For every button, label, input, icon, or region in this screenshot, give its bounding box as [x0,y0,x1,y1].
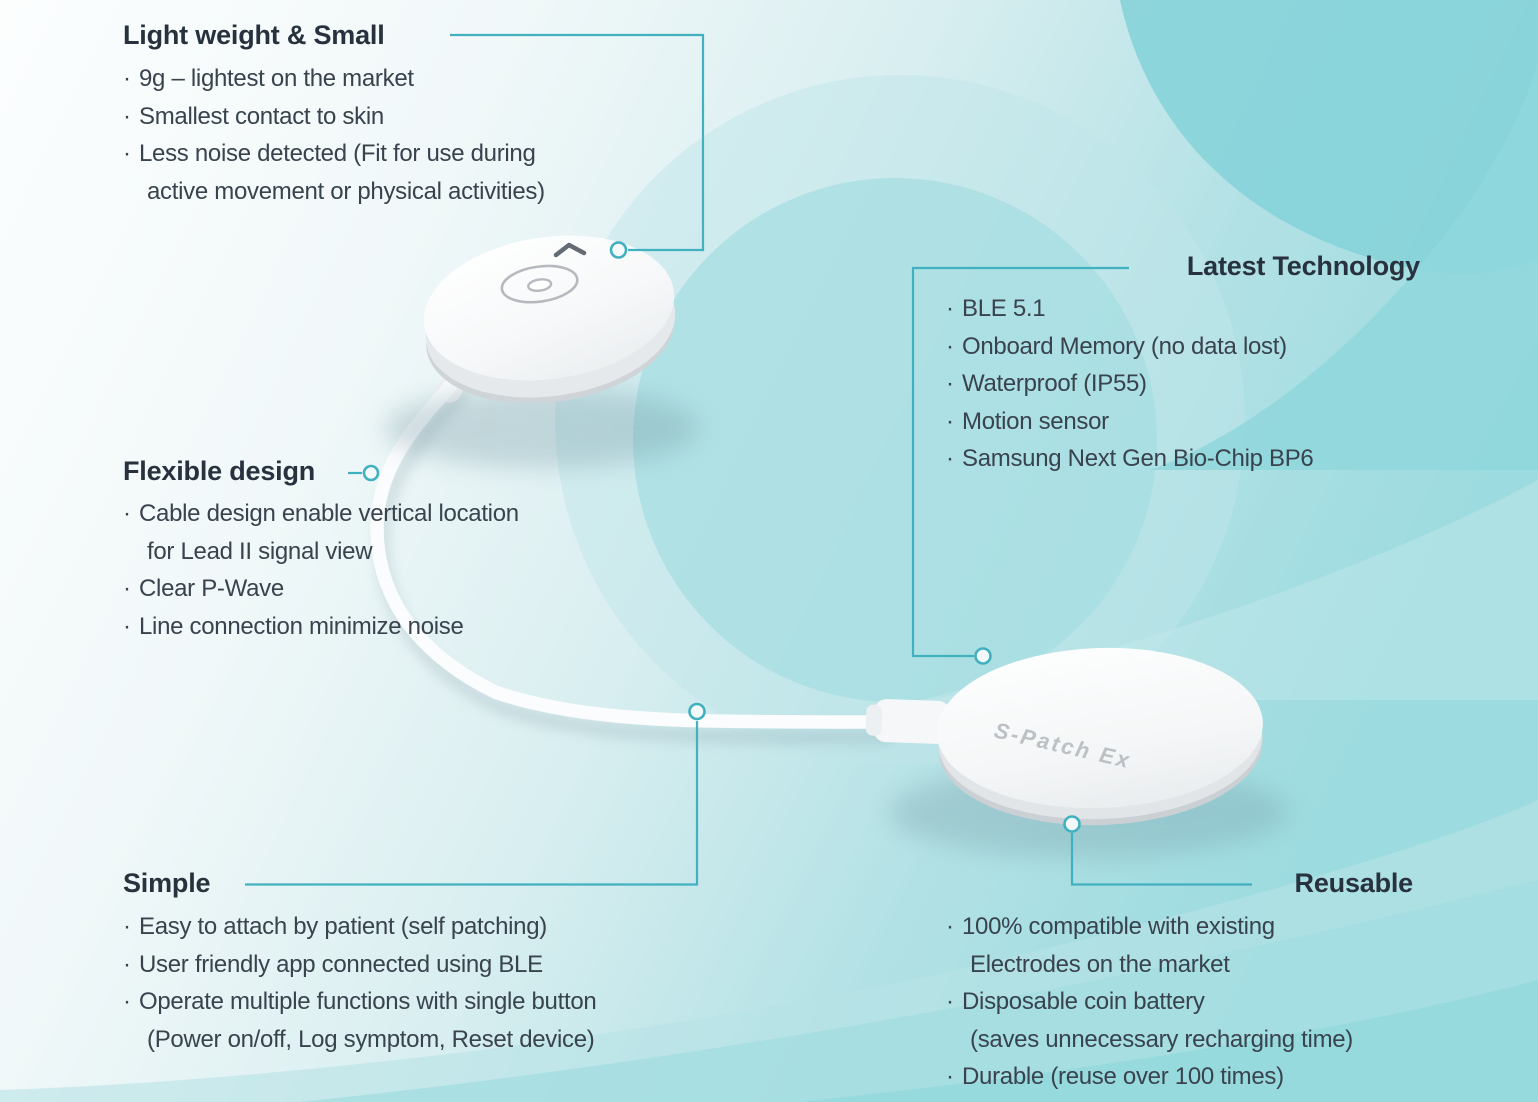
section-title-simple: Simple [123,868,211,898]
list-item: · Motion sensor [946,403,1313,441]
wave-right-petal [1150,60,1538,470]
bullet-dot: · [123,140,131,167]
callout-line-reusable [1070,833,1252,886]
list-item-text: (Power on/off, Log symptom, Reset device… [147,1025,595,1053]
list-item-text: for Lead II signal view [147,537,373,565]
callout-endpoints [362,241,1081,833]
cable-connector [865,699,951,744]
bullet-dot: · [123,500,131,527]
power-button-icon [500,264,579,304]
list-item: · Easy to attach by patient (self patchin… [123,908,596,946]
bullet-dot: · [946,370,954,397]
callout-line-simple [245,721,699,886]
list-item: · Line connection minimize noise [123,608,519,646]
callout-circle-reusable [1063,815,1081,833]
cable [370,373,891,729]
list-item-text: BLE 5.1 [962,295,1046,322]
list-item-text: (saves unnecessary recharging time) [970,1025,1354,1053]
wave-bottom-band-3 [800,980,1538,1102]
device-bottom-face [937,647,1263,809]
brand-swoosh-icon [553,242,587,258]
list-item: (Power on/off, Log symptom, Reset device… [131,1021,596,1059]
list-item-text: Operate multiple functions with single b… [139,988,597,1015]
section-items-reusable: · 100% compatible with existing Electrode… [946,908,1353,1096]
list-item: · Disposable coin battery [946,983,1353,1021]
list-item-text: Disposable coin battery [962,988,1205,1015]
wave-top-right-blob [1120,0,1538,274]
list-item-text: Onboard Memory (no data lost) [962,332,1287,360]
list-item-text: Less noise detected (Fit for use during [139,140,536,167]
list-item: Electrodes on the market [954,946,1353,984]
device-top-face [423,235,675,381]
callout-lines [245,33,1252,886]
list-item: active movement or physical activities) [131,173,545,211]
bullet-dot: · [946,913,954,940]
section-title-light-weight: Light weight & Small [123,20,385,50]
list-item-text: Clear P-Wave [139,575,284,602]
bullet-dot: · [946,332,954,360]
list-item: (saves unnecessary recharging time) [954,1021,1353,1059]
list-item-text: User friendly app connected using BLE [139,950,543,978]
bullet-dot: · [946,1063,954,1090]
bullet-dot: · [123,102,131,130]
list-item: · Durable (reuse over 100 times) [946,1058,1353,1096]
list-item: · BLE 5.1 [946,290,1313,328]
bullet-dot: · [123,612,131,640]
wave-band-inner-circle [633,178,1157,702]
list-item-text: Line connection minimize noise [139,612,464,640]
callout-circle-simple [688,702,706,721]
section-items-flexible-design: · Cable design enable vertical location f… [123,495,519,645]
list-item-text: Samsung Next Gen Bio-Chip BP6 [962,445,1314,472]
bullet-dot: · [123,65,131,92]
list-item: · Clear P-Wave [123,570,519,608]
wave-right-mid-band [920,480,1538,700]
bullet-dot: · [123,913,131,940]
list-item: · Smallest contact to skin [123,98,545,136]
list-item-text: 9g – lightest on the market [139,65,414,92]
ecg-patch-device-top [384,235,700,468]
list-item-text: Motion sensor [962,407,1109,435]
section-items-simple: · Easy to attach by patient (self patchin… [123,908,597,1059]
list-item-text: active movement or physical activities) [147,177,545,205]
bullet-dot: · [946,988,954,1015]
callout-circle-light-weight [609,241,628,259]
list-item: · Operate multiple functions with single … [123,983,597,1021]
cable-shadow [374,387,897,745]
list-item: · Onboard Memory (no data lost) [946,328,1313,366]
callout-line-latest-technology [911,266,1129,658]
device-top-shadow [384,388,700,468]
list-item-text: Durable (reuse over 100 times) [962,1063,1284,1090]
ecg-patch-device-bottom: S-Patch Ex [888,647,1288,858]
bullet-dot: · [123,575,131,602]
list-item: · Waterproof (IP55) [946,365,1313,403]
list-item-text: Smallest contact to skin [139,102,384,130]
list-item: · User friendly app connected using BLE [123,946,596,984]
bullet-dot: · [946,407,954,435]
bullet-dot: · [123,988,131,1015]
callout-line-light-weight [450,33,705,252]
section-title-latest-technology: Latest Technology [1186,251,1420,281]
callout-circle-latest-technology [974,647,992,665]
section-items-light-weight: · 9g – lightest on the market · Smallest c… [123,60,545,210]
list-item: · 100% compatible with existing [946,908,1353,946]
list-item-text: 100% compatible with existing [962,913,1275,940]
list-item: · Samsung Next Gen Bio-Chip BP6 [946,440,1314,478]
bullet-dot: · [946,445,954,472]
list-item: for Lead II signal view [131,533,519,571]
callout-circle-flexible-design [362,464,380,482]
section-title-flexible-design: Flexible design [123,456,316,486]
section-items-latest-technology: ·BLE 5.1 ·Onboard Memory (no data lost) … [946,290,1314,478]
list-item-text: Waterproof (IP55) [962,370,1147,397]
list-item: · 9g – lightest on the market [123,60,545,98]
list-item-text: Electrodes on the market [970,950,1230,978]
list-item: · Less noise detected (Fit for use during [123,135,545,173]
list-item-text: Easy to attach by patient (self patching… [139,913,547,940]
section-title-reusable: Reusable [1294,868,1414,898]
bullet-dot: · [946,295,954,322]
list-item-text: Cable design enable vertical location [139,500,519,527]
list-item: · Cable design enable vertical location [123,495,519,533]
bullet-dot: · [123,950,131,978]
